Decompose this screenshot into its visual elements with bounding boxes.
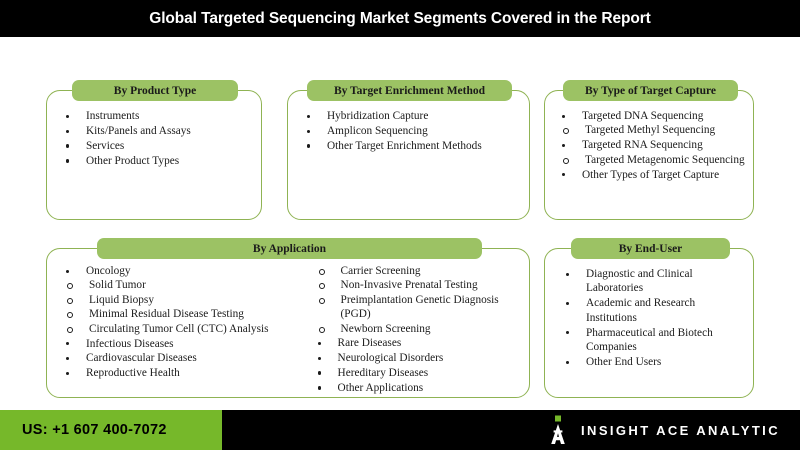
- card-product-type-body: Instruments Kits/Panels and Assays Servi…: [47, 109, 261, 169]
- insight-ace-logo-icon: [548, 415, 568, 445]
- card-application-title: By Application: [252, 242, 327, 255]
- page-title: Global Targeted Sequencing Market Segmen…: [149, 9, 651, 27]
- card-application-header: By Application: [97, 238, 482, 259]
- target-capture-sublist-2: Targeted Metagenomic Sequencing: [551, 153, 747, 167]
- list-item: Carrier Screening: [307, 264, 523, 278]
- card-enrichment-method-title: By Target Enrichment Method: [333, 84, 486, 97]
- list-item: Pharmaceutical and Biotech Companies: [555, 326, 747, 355]
- list-item: Academic and Research Institutions: [555, 296, 747, 325]
- card-enrichment-method-header: By Target Enrichment Method: [307, 80, 512, 101]
- card-end-user-title: By End-User: [618, 242, 683, 255]
- list-item: Minimal Residual Disease Testing: [55, 307, 307, 321]
- list-item: Other Product Types: [55, 154, 255, 168]
- list-item: Reproductive Health: [55, 366, 307, 380]
- list-item: Targeted Methyl Sequencing: [551, 123, 747, 137]
- list-item: Preimplantation Genetic Diagnosis (PGD): [307, 293, 523, 322]
- brand-logo: INSIGHT ACE ANALYTIC: [548, 410, 780, 450]
- list-item: Instruments: [55, 109, 255, 123]
- application-column-right: Carrier Screening Non-Invasive Prenatal …: [307, 264, 523, 396]
- card-product-type-title: By Product Type: [113, 84, 197, 97]
- list-item: Hereditary Diseases: [307, 366, 523, 380]
- application-column-left: Oncology Solid Tumor Liquid Biopsy Minim…: [55, 264, 307, 396]
- list-item: Infectious Diseases: [55, 337, 307, 351]
- list-item: Targeted Metagenomic Sequencing: [551, 153, 747, 167]
- list-item: Amplicon Sequencing: [296, 124, 523, 138]
- footer-contact-block: US: +1 607 400-7072: [0, 410, 222, 450]
- title-bar: Global Targeted Sequencing Market Segmen…: [0, 0, 800, 37]
- enrichment-method-list: Hybridization Capture Amplicon Sequencin…: [296, 109, 523, 153]
- oncology-sublist: Solid Tumor Liquid Biopsy Minimal Residu…: [55, 278, 307, 336]
- list-item: Diagnostic and Clinical Laboratories: [555, 267, 747, 296]
- footer-bar: US: +1 607 400-7072 INSIGHT ACE ANALYTIC: [0, 410, 800, 450]
- list-item: Other Applications: [307, 381, 523, 395]
- list-item: Targeted DNA Sequencing Targeted Methyl …: [551, 109, 747, 138]
- card-target-capture-title: By Type of Target Capture: [585, 84, 716, 97]
- application-left-list: Oncology Solid Tumor Liquid Biopsy Minim…: [55, 264, 307, 381]
- target-capture-list: Targeted DNA Sequencing Targeted Methyl …: [551, 109, 747, 182]
- card-product-type-header: By Product Type: [72, 80, 238, 101]
- list-item: Rare Diseases: [307, 336, 523, 350]
- list-item: Other Target Enrichment Methods: [296, 139, 523, 153]
- card-end-user: By End-User Diagnostic and Clinical Labo…: [544, 238, 754, 398]
- list-item: Other End Users: [555, 355, 747, 369]
- card-enrichment-method-body: Hybridization Capture Amplicon Sequencin…: [288, 109, 529, 154]
- end-user-list: Diagnostic and Clinical Laboratories Aca…: [555, 267, 747, 369]
- product-type-list: Instruments Kits/Panels and Assays Servi…: [55, 109, 255, 168]
- brand-wordmark: INSIGHT ACE ANALYTIC: [581, 422, 780, 438]
- card-target-capture: By Type of Target Capture Targeted DNA S…: [544, 80, 754, 220]
- list-item: Services: [55, 139, 255, 153]
- footer-phone-number[interactable]: US: +1 607 400-7072: [22, 422, 167, 438]
- list-item: Other Types of Target Capture: [551, 168, 747, 182]
- list-item: Hybridization Capture: [296, 109, 523, 123]
- application-right-list: Rare Diseases Neurological Disorders Her…: [307, 336, 523, 395]
- list-item: Non-Invasive Prenatal Testing: [307, 278, 523, 292]
- target-capture-sublist: Targeted Methyl Sequencing: [551, 123, 747, 137]
- list-item: Solid Tumor: [55, 278, 307, 292]
- application-right-sublist: Carrier Screening Non-Invasive Prenatal …: [307, 264, 523, 336]
- list-item: Targeted RNA Sequencing Targeted Metagen…: [551, 138, 747, 167]
- card-end-user-header: By End-User: [571, 238, 730, 259]
- list-item: Kits/Panels and Assays: [55, 124, 255, 138]
- list-item: Cardiovascular Diseases: [55, 351, 307, 365]
- card-product-type: By Product Type Instruments Kits/Panels …: [46, 80, 262, 220]
- card-target-capture-body: Targeted DNA Sequencing Targeted Methyl …: [545, 109, 753, 183]
- card-target-capture-header: By Type of Target Capture: [563, 80, 738, 101]
- card-enrichment-method: By Target Enrichment Method Hybridizatio…: [287, 80, 530, 220]
- list-item: Newborn Screening: [307, 322, 523, 336]
- card-application: By Application Oncology Solid Tumor Liqu…: [46, 238, 530, 398]
- list-item: Oncology Solid Tumor Liquid Biopsy Minim…: [55, 264, 307, 336]
- list-item: Liquid Biopsy: [55, 293, 307, 307]
- list-item: Circulating Tumor Cell (CTC) Analysis: [55, 322, 307, 336]
- list-item: Neurological Disorders: [307, 351, 523, 365]
- card-application-body: Oncology Solid Tumor Liquid Biopsy Minim…: [47, 264, 529, 396]
- card-end-user-body: Diagnostic and Clinical Laboratories Aca…: [545, 267, 753, 370]
